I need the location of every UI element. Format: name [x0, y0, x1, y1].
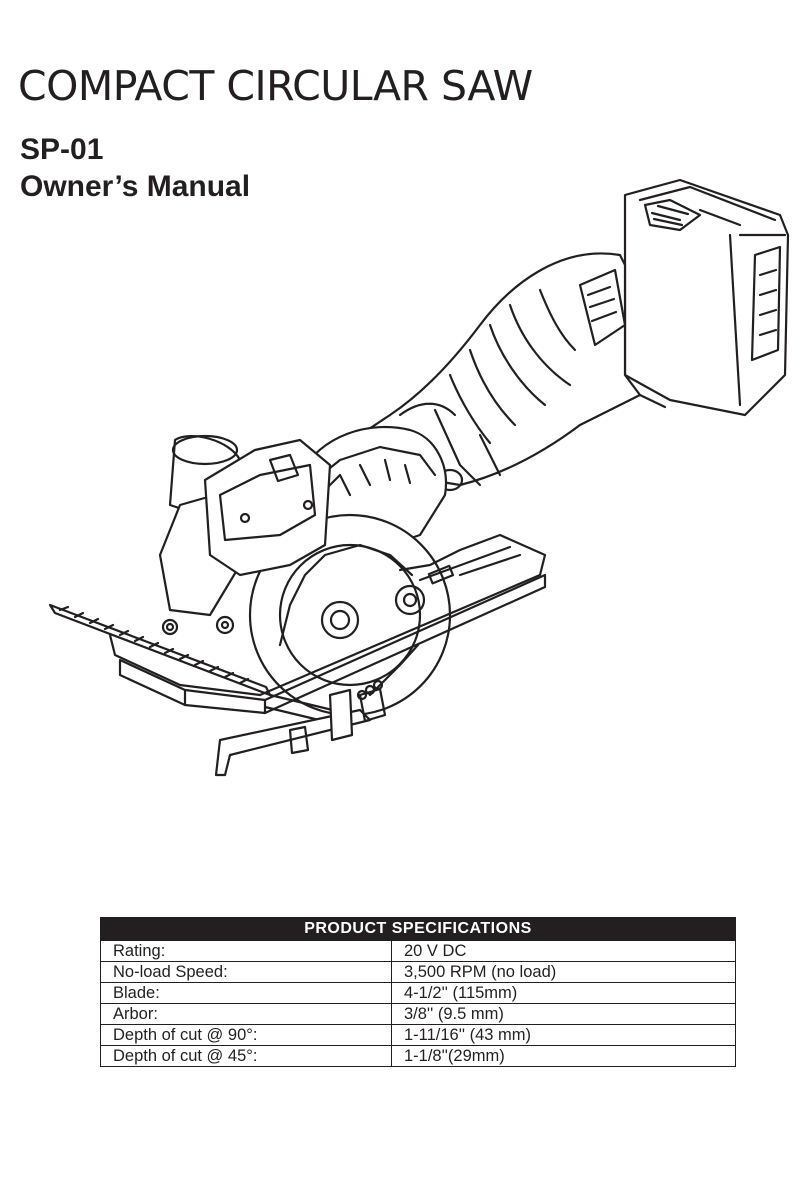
spec-value: 3,500 RPM (no load)	[391, 961, 736, 983]
front-housing	[158, 434, 426, 636]
spec-row-depth-45: Depth of cut @ 45°: 1-1/8''(29mm)	[100, 1045, 736, 1067]
model-number: SP-01	[20, 133, 104, 166]
spec-label: Arbor:	[100, 1003, 392, 1025]
spec-row-depth-90: Depth of cut @ 90°: 1-11/16'' (43 mm)	[100, 1024, 736, 1046]
spec-row-no-load-speed: No-load Speed: 3,500 RPM (no load)	[100, 961, 736, 983]
battery-pack	[623, 178, 790, 417]
blade-guard	[248, 425, 452, 717]
spec-row-arbor: Arbor: 3/8'' (9.5 mm)	[100, 1003, 736, 1025]
spec-value: 4-1/2'' (115mm)	[391, 982, 736, 1004]
spec-value: 3/8'' (9.5 mm)	[391, 1003, 736, 1025]
spec-label: No-load Speed:	[100, 961, 392, 983]
motor-housing	[358, 252, 642, 492]
spec-label: Depth of cut @ 90°:	[100, 1024, 392, 1046]
spec-value: 20 V DC	[391, 940, 736, 962]
circular-saw-illustration	[48, 178, 790, 777]
base-plate	[108, 533, 547, 715]
spec-row-blade: Blade: 4-1/2'' (115mm)	[100, 982, 736, 1004]
spec-label: Rating:	[100, 940, 392, 962]
spec-label: Depth of cut @ 45°:	[100, 1045, 392, 1067]
spec-value: 1-11/16'' (43 mm)	[391, 1024, 736, 1046]
rip-fence	[48, 603, 387, 777]
manual-title: COMPACT CIRCULAR SAW	[18, 62, 533, 110]
product-specifications-table: PRODUCT SPECIFICATIONS Rating: 20 V DC N…	[100, 917, 736, 1067]
spec-row-rating: Rating: 20 V DC	[100, 940, 736, 962]
specs-header: PRODUCT SPECIFICATIONS	[100, 917, 736, 941]
spec-value: 1-1/8''(29mm)	[391, 1045, 736, 1067]
manual-subtitle: Owner’s Manual	[20, 170, 251, 203]
spec-label: Blade:	[100, 982, 392, 1004]
specs-header-row: PRODUCT SPECIFICATIONS	[100, 917, 736, 941]
